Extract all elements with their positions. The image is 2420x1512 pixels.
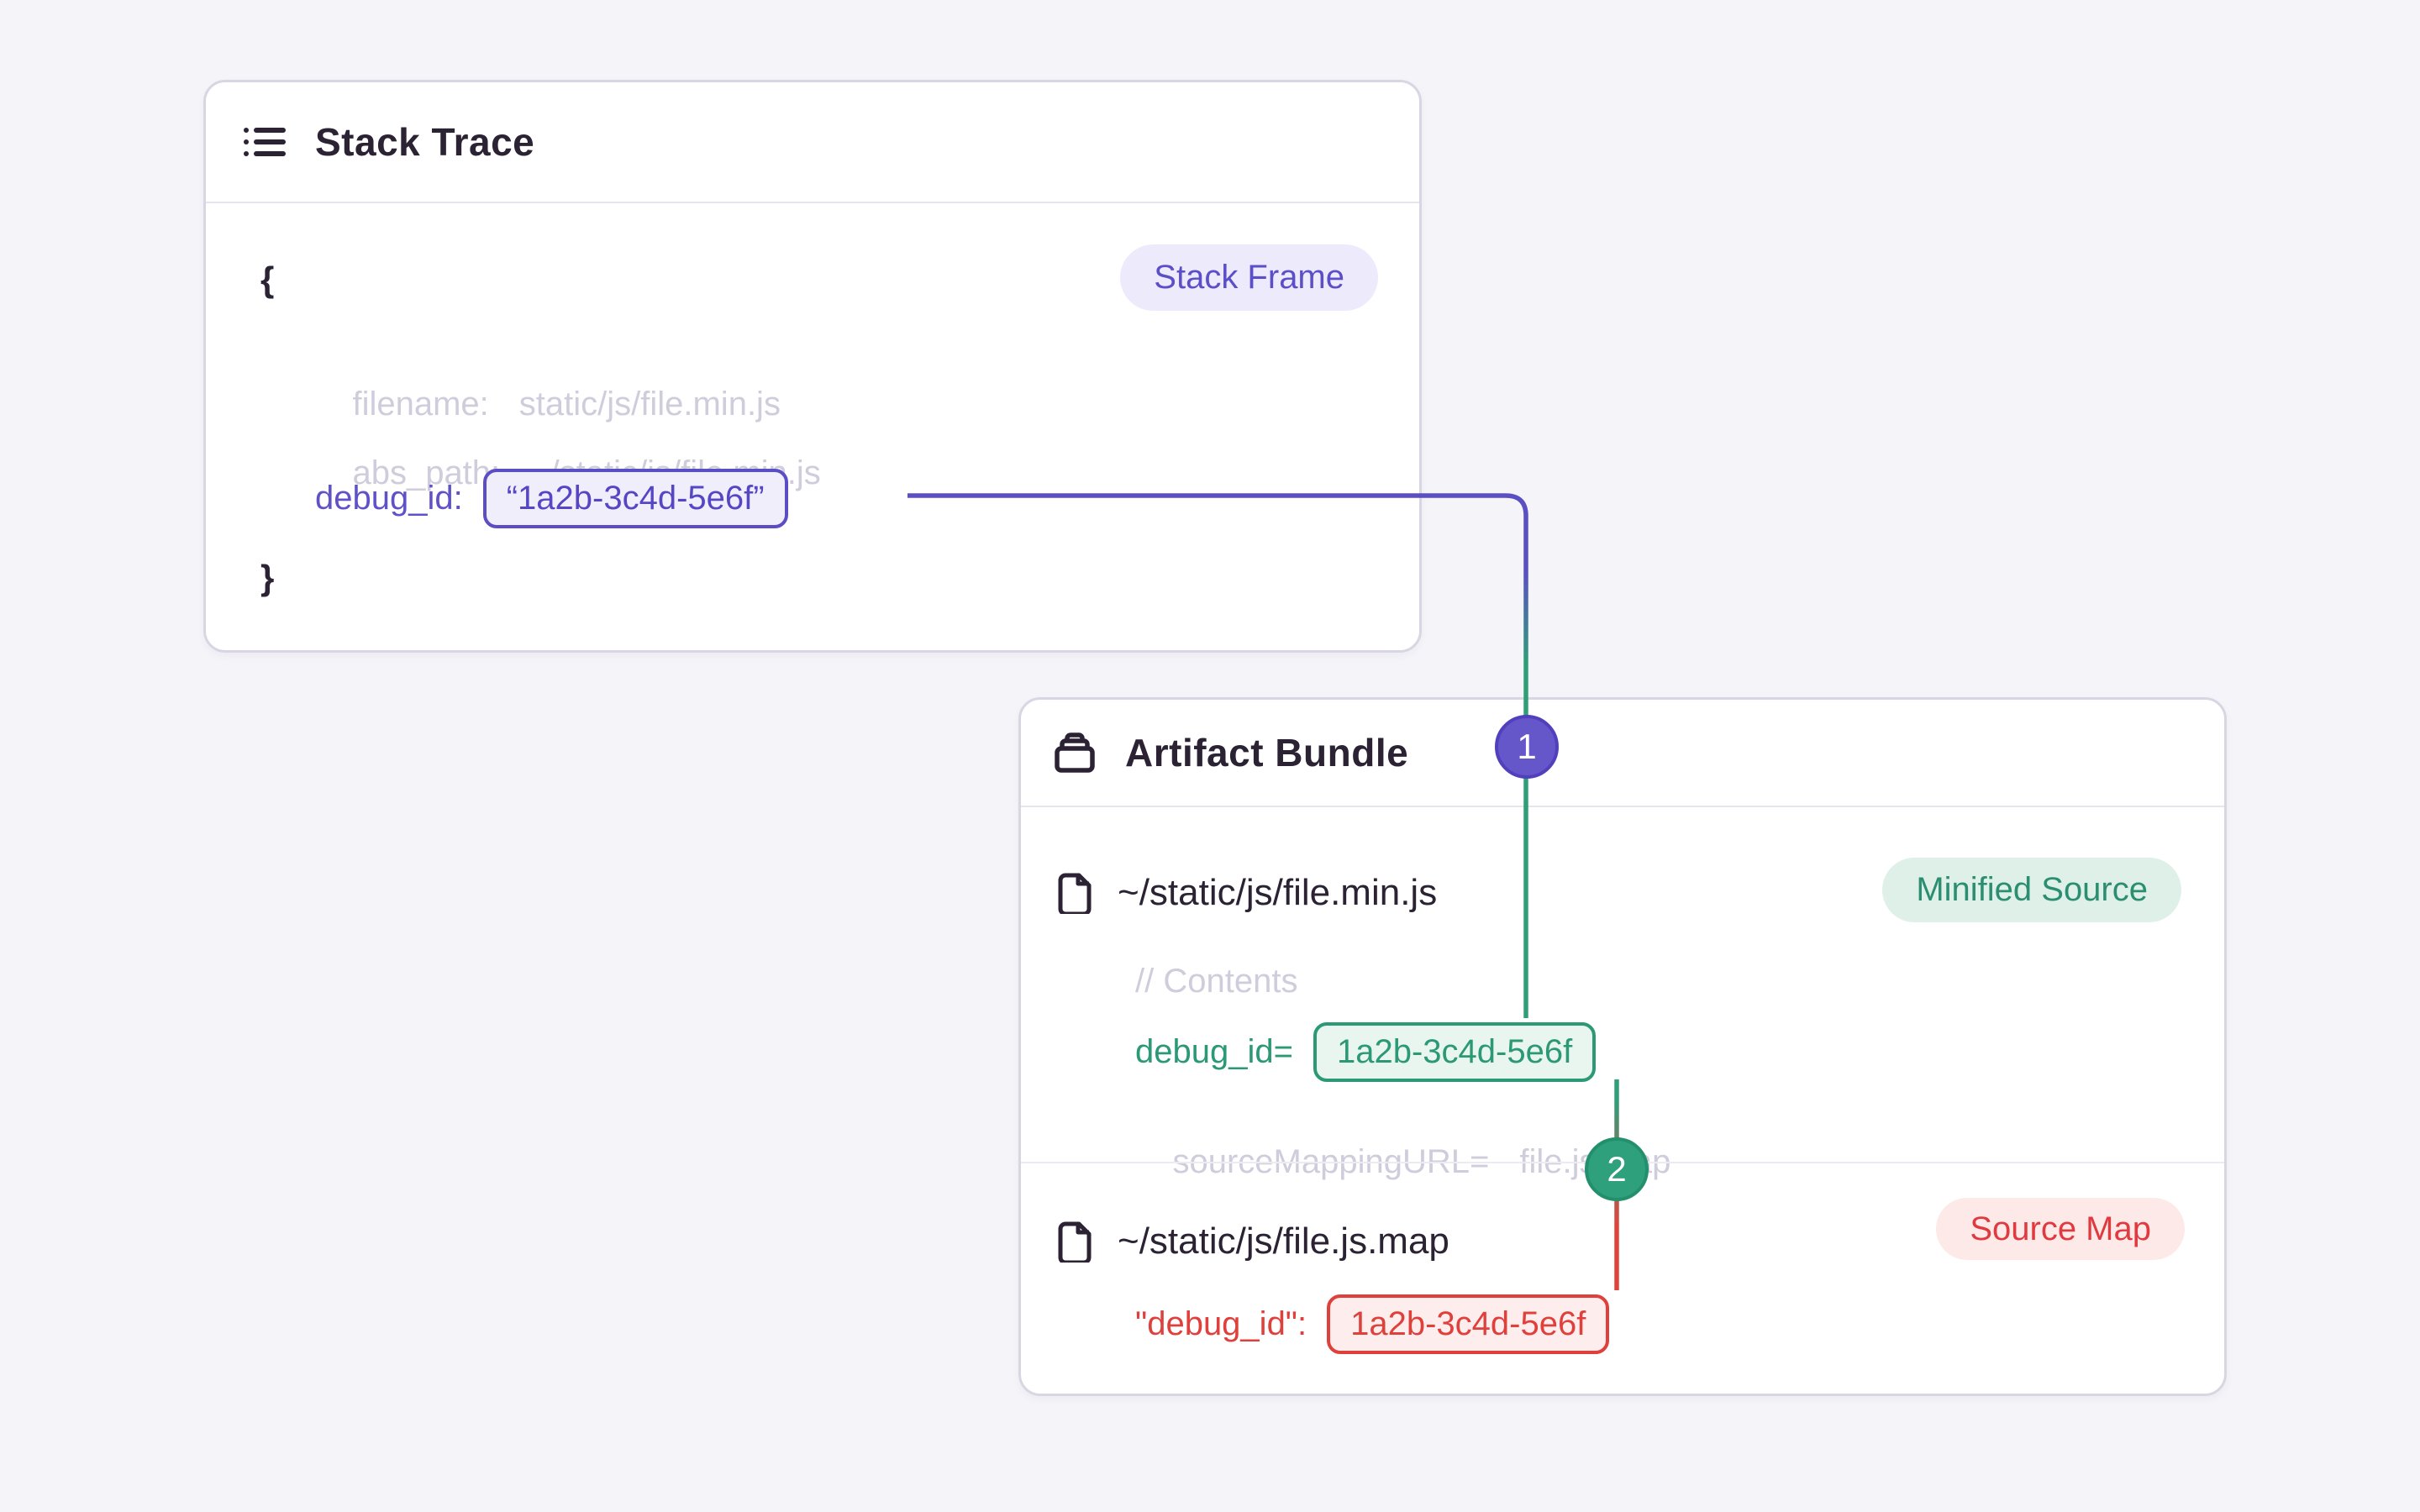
- open-brace: {: [260, 260, 275, 299]
- stack-debug-id-line: debug_id: “1a2b-3c4d-5e6f”: [315, 469, 788, 528]
- minified-source-badge: Minified Source: [1882, 858, 2181, 922]
- list-icon: [243, 122, 287, 162]
- artifact-bundle-card: Artifact Bundle ~/static/js/file.min.js …: [1018, 697, 2227, 1396]
- stack-frame-badge: Stack Frame: [1120, 244, 1378, 311]
- artifact-bundle-title: Artifact Bundle: [1125, 731, 1409, 774]
- bundle-debug-id-line: debug_id= 1a2b-3c4d-5e6f: [1135, 1022, 1597, 1082]
- stack-debug-id-label: debug_id:: [315, 480, 463, 517]
- filename-value: static/js/file.min.js: [518, 386, 781, 423]
- bundle-debug-id-label: debug_id=: [1135, 1033, 1293, 1070]
- artifact-bundle-header: Artifact Bundle: [1021, 700, 2224, 807]
- file-icon: [1057, 872, 1092, 914]
- abs-path-label: abs_path:: [352, 454, 501, 491]
- filename-label: filename:: [352, 386, 489, 423]
- archive-icon: [1053, 731, 1097, 774]
- filename-line: filename: static/js/file.min.js: [315, 341, 781, 467]
- stack-debug-id-box: “1a2b-3c4d-5e6f”: [482, 469, 788, 528]
- stack-trace-title: Stack Trace: [315, 120, 535, 164]
- sourcemap-debug-id-label: "debug_id":: [1135, 1305, 1307, 1342]
- step-2-marker: 2: [1585, 1137, 1649, 1201]
- stack-trace-header: Stack Trace: [206, 82, 1419, 203]
- stack-trace-card: Stack Trace Stack Frame { filename: stati…: [203, 80, 1422, 653]
- contents-comment: // Contents: [1135, 963, 1298, 1000]
- bundle-debug-id-box: 1a2b-3c4d-5e6f: [1313, 1022, 1597, 1082]
- sourcemap-debug-id-box: 1a2b-3c4d-5e6f: [1327, 1294, 1610, 1354]
- minified-file-path: ~/static/js/file.min.js: [1118, 872, 1438, 913]
- file-icon: [1057, 1221, 1092, 1263]
- sourcemap-file-row: ~/static/js/file.js.map: [1057, 1218, 1449, 1265]
- sourcemap-file-path: ~/static/js/file.js.map: [1118, 1221, 1449, 1262]
- sourcemap-debug-id-line: "debug_id": 1a2b-3c4d-5e6f: [1135, 1294, 1610, 1354]
- source-map-badge: Source Map: [1936, 1198, 2185, 1260]
- step-1-marker: 1: [1495, 715, 1559, 779]
- minified-file-row: ~/static/js/file.min.js: [1057, 869, 1437, 916]
- close-brace: }: [260, 558, 275, 597]
